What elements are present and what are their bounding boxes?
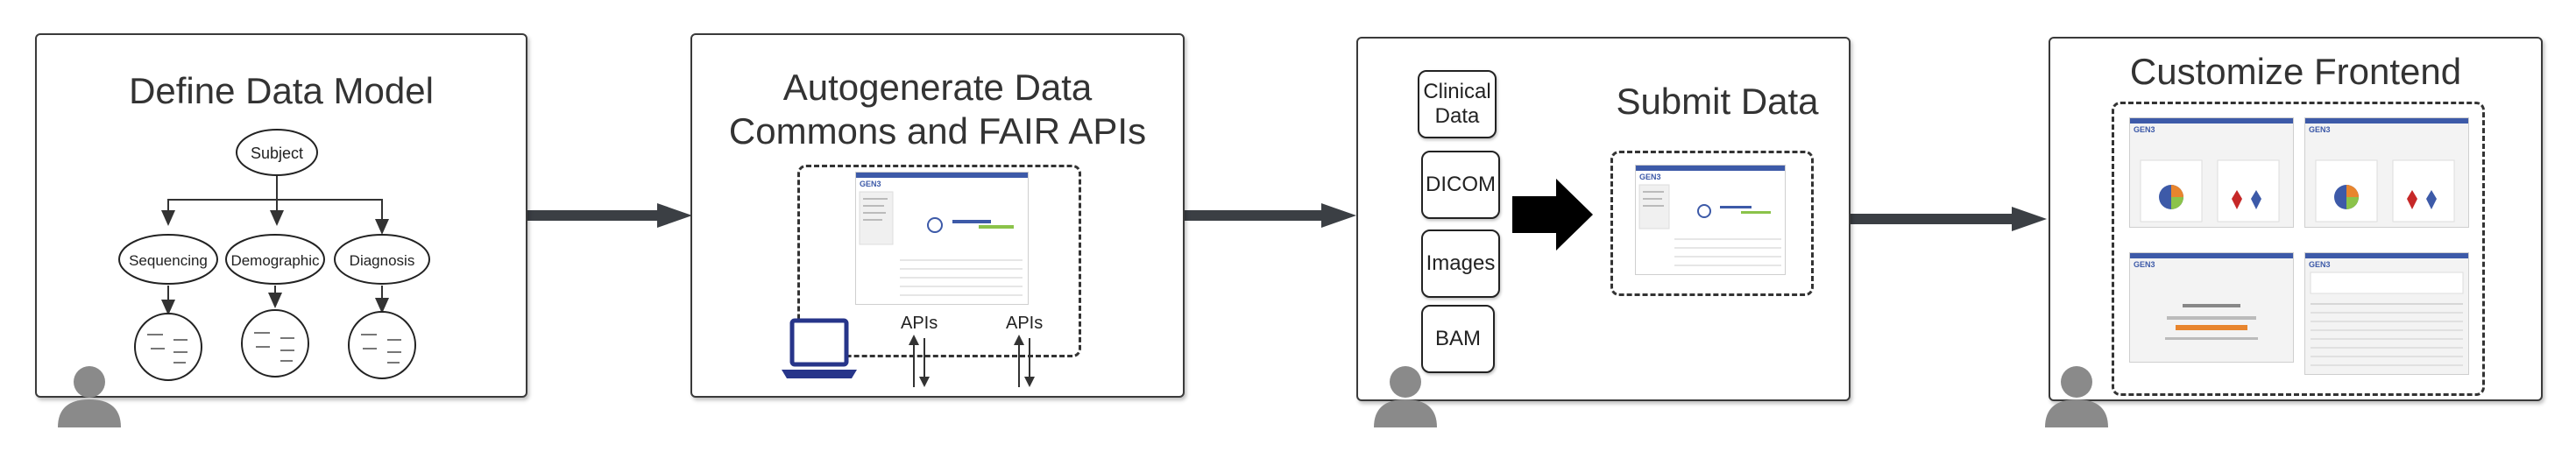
panel-submit-data: Submit Data Clinical Data DICOM Images B… — [1356, 37, 1851, 401]
data-type-bam: BAM — [1421, 305, 1495, 373]
api-label-left: APIs — [901, 314, 938, 333]
data-type-clinical: Clinical Data — [1418, 70, 1497, 138]
api-arrows-right — [1014, 335, 1035, 387]
panel-title-line2: Commons and FAIR APIs — [728, 110, 1147, 152]
data-type-images: Images — [1421, 229, 1500, 298]
frontend-dashed-box — [2112, 102, 2485, 396]
panel-title: Define Data Model — [129, 70, 434, 111]
node-diagnosis-label: Diagnosis — [350, 252, 415, 269]
gen3-logo: GEN3 — [2309, 125, 2331, 134]
gen3-logo: GEN3 — [1639, 173, 1661, 181]
node-demographic-label: Demographic — [230, 252, 320, 269]
node-demographic — [225, 234, 325, 285]
user-silhouette-icon — [58, 366, 121, 427]
connector-arrow-1 — [526, 203, 692, 228]
frontend-thumbnail-4: GEN3 — [2304, 252, 2469, 375]
property-circle-sequencing — [134, 313, 202, 381]
api-arrows-left — [909, 335, 930, 387]
submit-screenshot: GEN3 — [1635, 165, 1786, 275]
frontend-thumbnail-3: GEN3 — [2129, 252, 2294, 363]
right-arrow-icon — [1512, 179, 1593, 251]
panel-autogenerate-apis: Autogenerate Data Commons and FAIR APIs … — [690, 33, 1185, 398]
commons-screenshot: GEN3 — [855, 172, 1029, 305]
node-subject-label: Subject — [251, 145, 303, 162]
panel-title: Submit Data — [1616, 81, 1819, 122]
node-sequencing — [118, 234, 218, 285]
connector-arrow-3 — [1849, 207, 2047, 231]
frontend-thumbnail-2: GEN3 — [2304, 117, 2469, 228]
data-type-dicom: DICOM — [1421, 151, 1500, 219]
commons-dashed-box — [797, 165, 1081, 357]
connector-arrow-2 — [1183, 203, 1356, 228]
gen3-logo: GEN3 — [860, 180, 881, 188]
laptop-icon — [782, 318, 857, 378]
panel-define-data-model: Define Data Model Subject Sequencing Dem… — [35, 33, 527, 398]
data-model-tree: Subject Sequencing Demographic Diagnosis — [118, 129, 430, 381]
gen3-logo: GEN3 — [2309, 260, 2331, 269]
node-diagnosis — [334, 234, 430, 285]
gen3-logo: GEN3 — [2134, 260, 2155, 269]
property-circle-demographic — [241, 309, 309, 378]
user-silhouette-icon — [2045, 366, 2108, 427]
submit-dashed-box — [1610, 151, 1814, 296]
user-silhouette-icon — [1374, 366, 1437, 427]
api-label-right: APIs — [1006, 314, 1044, 333]
node-subject — [236, 129, 318, 176]
frontend-thumbnail-1: GEN3 — [2129, 117, 2294, 228]
gen3-logo: GEN3 — [2134, 125, 2155, 134]
panel-customize-frontend: Customize Frontend GEN3 GEN3 — [2049, 37, 2543, 401]
node-sequencing-label: Sequencing — [129, 252, 208, 269]
panel-title: Customize Frontend — [2129, 51, 2462, 92]
panel-title-line1: Autogenerate Data — [782, 67, 1093, 108]
property-circle-diagnosis — [348, 311, 416, 379]
